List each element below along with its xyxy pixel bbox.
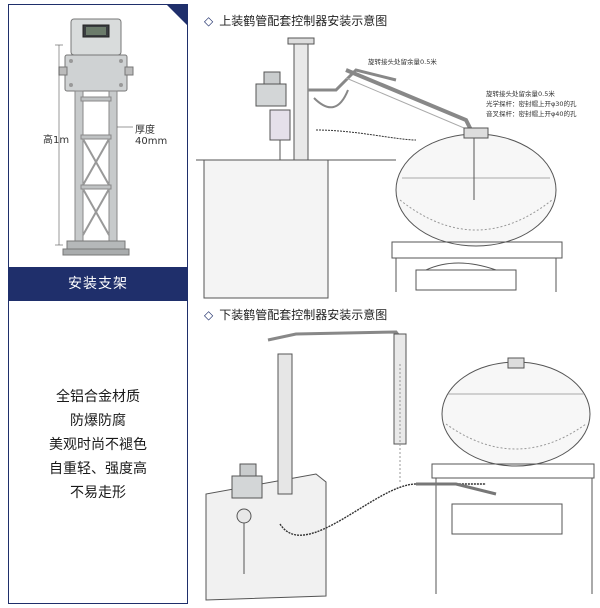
feature-item: 自重轻、强度高 bbox=[49, 461, 147, 477]
stand-panel: 高1m 厚度40mm 安装支架 全铝合金材质 防爆防腐 美观时尚不褪色 自重轻、… bbox=[8, 4, 188, 604]
stand-label: 安装支架 bbox=[9, 267, 187, 301]
feature-item: 美观时尚不褪色 bbox=[49, 437, 147, 453]
thickness-label: 厚度40mm bbox=[135, 125, 168, 147]
diamond-icon: ◇ bbox=[204, 308, 214, 322]
bottom-diagram-title: ◇ 下装鹤管配套控制器安装示意图 bbox=[204, 306, 387, 323]
top-diagram-title: ◇ 上装鹤管配套控制器安装示意图 bbox=[204, 12, 387, 29]
annotation: 旋转接头处留余量0.5米 bbox=[368, 57, 437, 66]
height-label: 高1m bbox=[43, 135, 70, 146]
top-loading-diagram: 旋转接头处留余量0.5米 旋转接头处留余量0.5米 光学探杆：密封帽上开φ30的… bbox=[196, 37, 577, 299]
bottom-loading-diagram bbox=[205, 330, 595, 601]
diamond-icon: ◇ bbox=[204, 14, 214, 28]
bottom-diagram-title-text: 下装鹤管配套控制器安装示意图 bbox=[219, 308, 388, 322]
feature-item: 防爆防腐 bbox=[70, 413, 126, 429]
annotation: 音叉探杆：密封帽上开φ40的孔 bbox=[486, 109, 577, 118]
feature-item: 不易走形 bbox=[70, 485, 126, 501]
feature-item: 全铝合金材质 bbox=[56, 389, 140, 405]
stand-illustration bbox=[55, 18, 134, 256]
corner-triangle bbox=[166, 4, 188, 26]
annotation: 旋转接头处留余量0.5米 bbox=[486, 89, 555, 98]
annotation: 光学探杆：密封帽上开φ30的孔 bbox=[486, 99, 577, 108]
feature-list: 全铝合金材质 防爆防腐 美观时尚不褪色 自重轻、强度高 不易走形 bbox=[9, 385, 187, 505]
stand-photo: 高1m 厚度40mm bbox=[9, 5, 187, 267]
top-diagram-title-text: 上装鹤管配套控制器安装示意图 bbox=[219, 14, 388, 28]
